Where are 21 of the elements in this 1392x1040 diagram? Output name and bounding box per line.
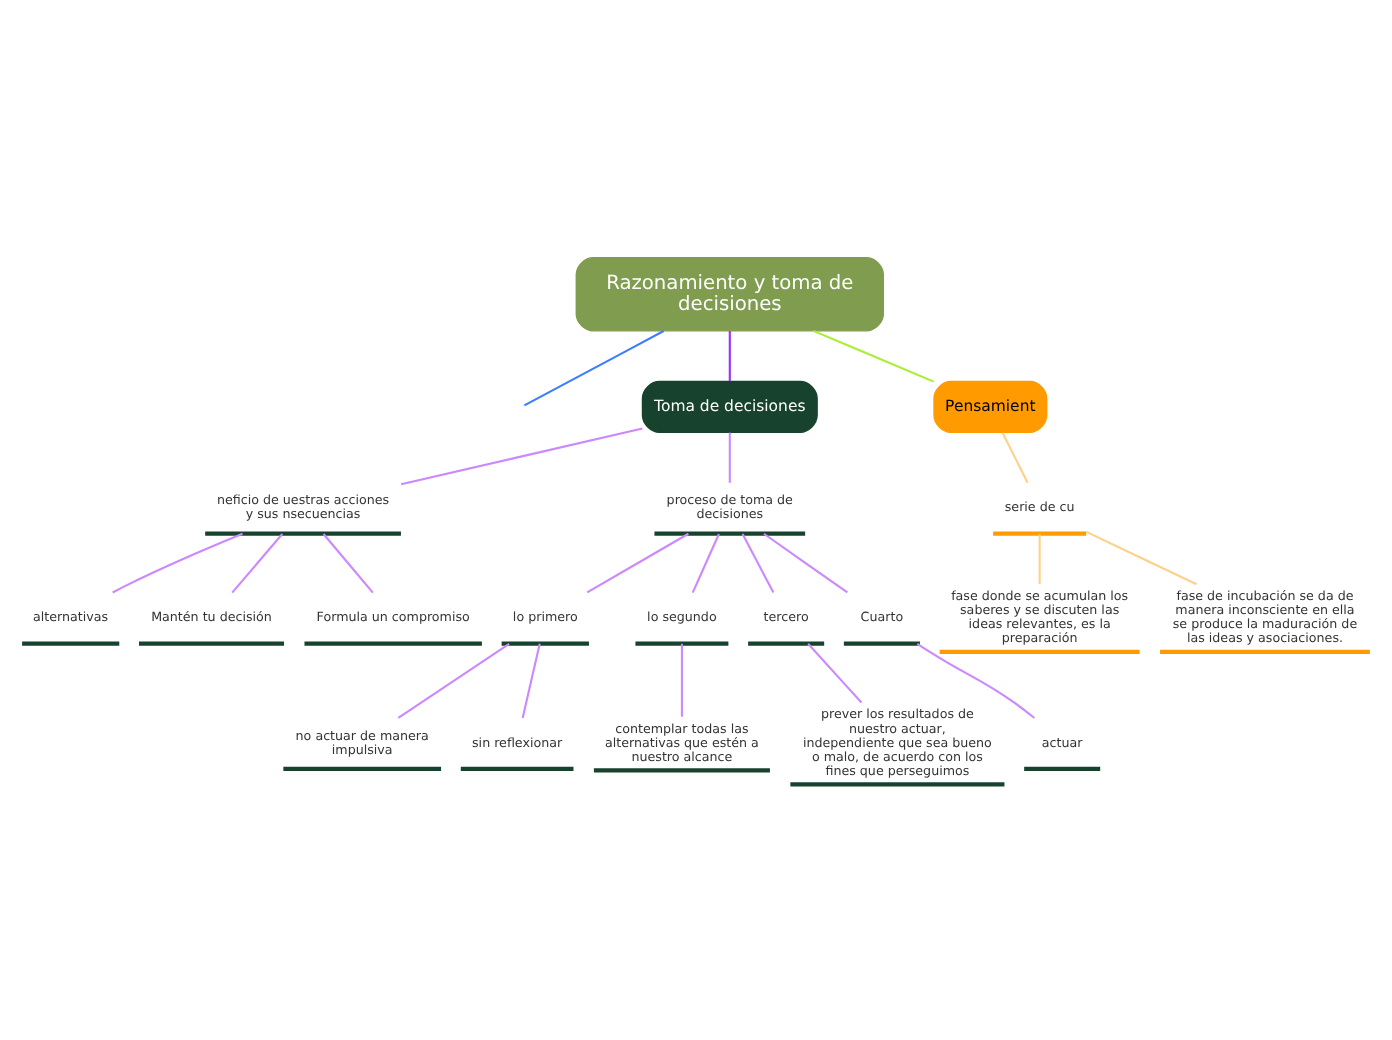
connector	[741, 532, 775, 593]
connector	[586, 531, 689, 593]
connector	[397, 641, 510, 718]
connector	[812, 328, 935, 382]
connector	[112, 531, 243, 593]
connector	[916, 642, 1036, 718]
connector	[807, 642, 863, 703]
connector	[1001, 431, 1029, 483]
connector	[728, 431, 731, 482]
connector	[728, 330, 731, 380]
connector	[322, 532, 374, 593]
connector	[231, 532, 284, 593]
connector	[1085, 529, 1197, 585]
connector	[1038, 533, 1041, 584]
connector	[521, 642, 541, 718]
node-box: Razonamiento y toma de decisiones	[575, 255, 884, 331]
connector	[523, 329, 665, 406]
connector	[400, 426, 643, 485]
connector	[763, 531, 848, 593]
connector	[691, 532, 720, 592]
connector	[680, 642, 683, 716]
